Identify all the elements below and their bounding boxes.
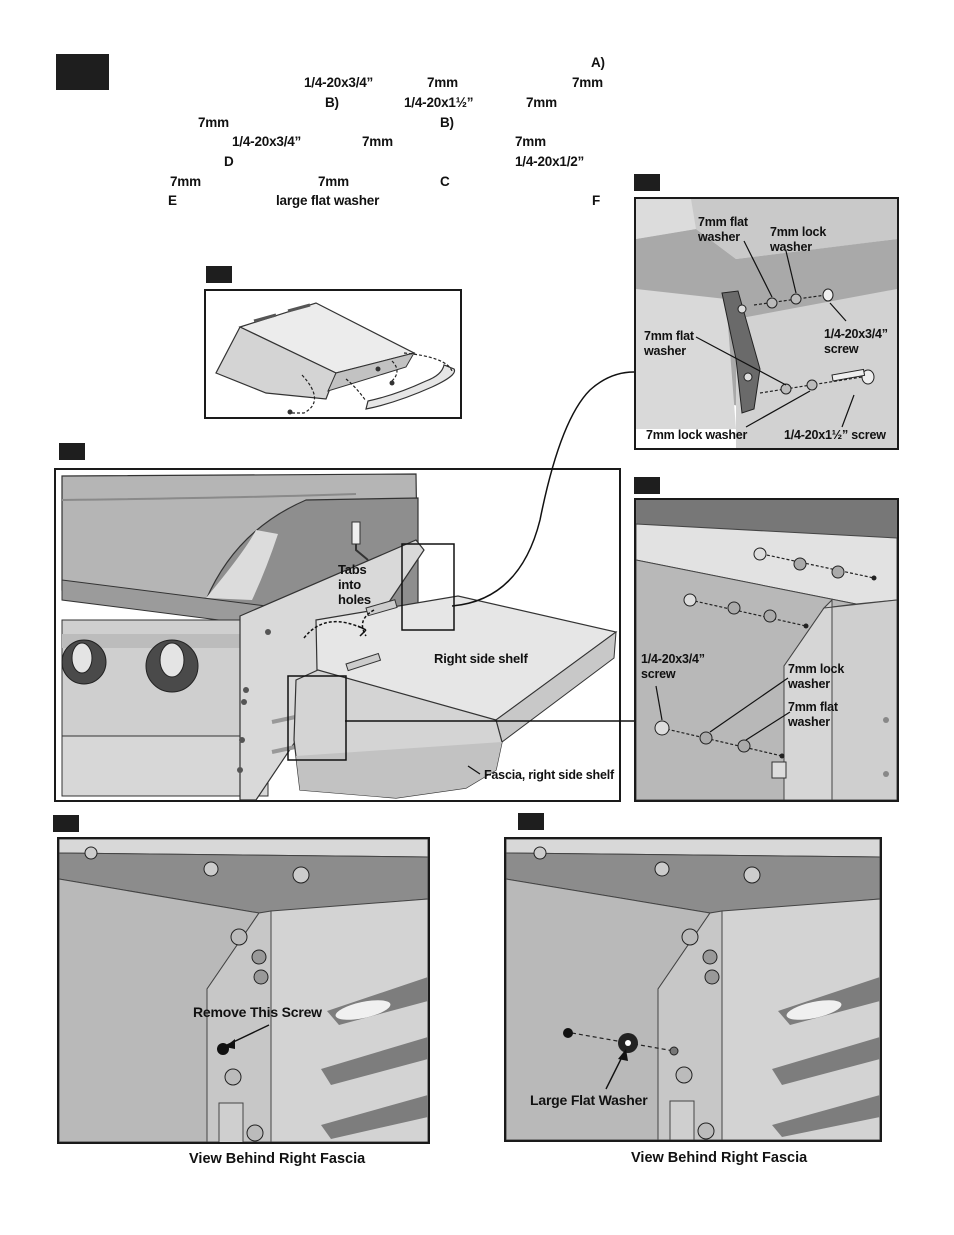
- figure-tag-bottom-left: [53, 815, 79, 832]
- label-screw-3-4-top: 1/4-20x3/4” screw: [824, 327, 888, 356]
- label-large-flat-washer: Large Flat Washer: [530, 1092, 648, 1108]
- detail-figure-remove-screw: Remove This Screw: [57, 837, 430, 1144]
- caption-bottom-right: View Behind Right Fascia: [631, 1150, 808, 1166]
- figure-tag-main: [59, 443, 85, 460]
- grill-right-shelf-drawing: [56, 470, 619, 800]
- detail-figure-large-flat-washer: Large Flat Washer: [504, 837, 882, 1142]
- label-7mm-lock-washer-mid: 7mm lock washer: [788, 662, 845, 691]
- figure-tag-small-shelf: [206, 266, 232, 283]
- figure-tag-top-right: [634, 174, 660, 191]
- intro-text-r8-washer: large flat washer: [276, 193, 380, 208]
- intro-text-r8-f: F: [592, 193, 601, 208]
- label-7mm-flat-washer-mid-right: 7mm flat washer: [788, 700, 838, 729]
- figure-tag-mid-right: [634, 477, 660, 494]
- small-shelf-figure: [204, 289, 462, 419]
- label-screw-3-4-mid: 1/4-20x3/4” screw: [641, 652, 705, 681]
- intro-text-r4-mm: 7mm: [198, 115, 229, 130]
- step-number-badge: [56, 54, 109, 90]
- intro-text-r4-b: B): [440, 115, 454, 130]
- intro-text-r3-mm: 7mm: [526, 95, 557, 110]
- detail-figure-shelf-bracket: 7mm flat washer 7mm lock washer 7mm flat…: [634, 197, 899, 450]
- label-screw-1-1-2-bottom: 1/4-20x1½” screw: [784, 428, 886, 442]
- label-7mm-flat-washer-top: 7mm flat washer: [698, 215, 748, 244]
- intro-text-r8-e: E: [168, 193, 177, 208]
- figure-tag-bottom-right: [518, 813, 544, 830]
- intro-text-r7-c: C: [440, 174, 450, 189]
- intro-text-r5-mm1: 7mm: [362, 134, 393, 149]
- intro-text-r1-a: A): [591, 55, 605, 70]
- label-7mm-flat-washer-mid: 7mm flat washer: [644, 329, 694, 358]
- shelf-with-handle-drawing: [215, 302, 456, 415]
- label-remove-this-screw: Remove This Screw: [193, 1004, 322, 1020]
- caption-bottom-left: View Behind Right Fascia: [189, 1151, 366, 1167]
- large-flat-washer-drawing: [506, 839, 880, 1140]
- label-right-side-shelf: Right side shelf: [434, 651, 528, 666]
- intro-text-r5-mm2: 7mm: [515, 134, 546, 149]
- intro-text-r5-screw: 1/4-20x3/4”: [232, 134, 302, 149]
- intro-text-r2-screw: 1/4-20x3/4”: [304, 75, 374, 90]
- intro-text-r7-mm1: 7mm: [170, 174, 201, 189]
- fascia-screw-assembly-drawing: [636, 500, 897, 800]
- main-assembly-figure: Tabs into holes Right side shelf Fascia,…: [54, 468, 621, 802]
- detail-figure-fascia-screws: 1/4-20x3/4” screw 7mm lock washer 7mm fl…: [634, 498, 899, 802]
- intro-text-r6-screw: 1/4-20x1/2”: [515, 154, 585, 169]
- label-tabs-into-holes: Tabs into holes: [338, 562, 371, 607]
- label-7mm-lock-washer-bottom: 7mm lock washer: [646, 428, 748, 442]
- intro-text-r7-mm2: 7mm: [318, 174, 349, 189]
- intro-text-r3-screw: 1/4-20x1½”: [404, 95, 474, 110]
- intro-text-r2-mm2: 7mm: [572, 75, 603, 90]
- bracket-assembly-drawing: [636, 199, 897, 448]
- intro-text-r2-mm1: 7mm: [427, 75, 458, 90]
- intro-text-r3-b: B): [325, 95, 339, 110]
- label-fascia-right-side-shelf: Fascia, right side shelf: [484, 768, 614, 782]
- label-7mm-lock-washer-top: 7mm lock washer: [770, 225, 827, 254]
- remove-screw-drawing: [59, 839, 428, 1142]
- intro-text-r6-d: D: [224, 154, 234, 169]
